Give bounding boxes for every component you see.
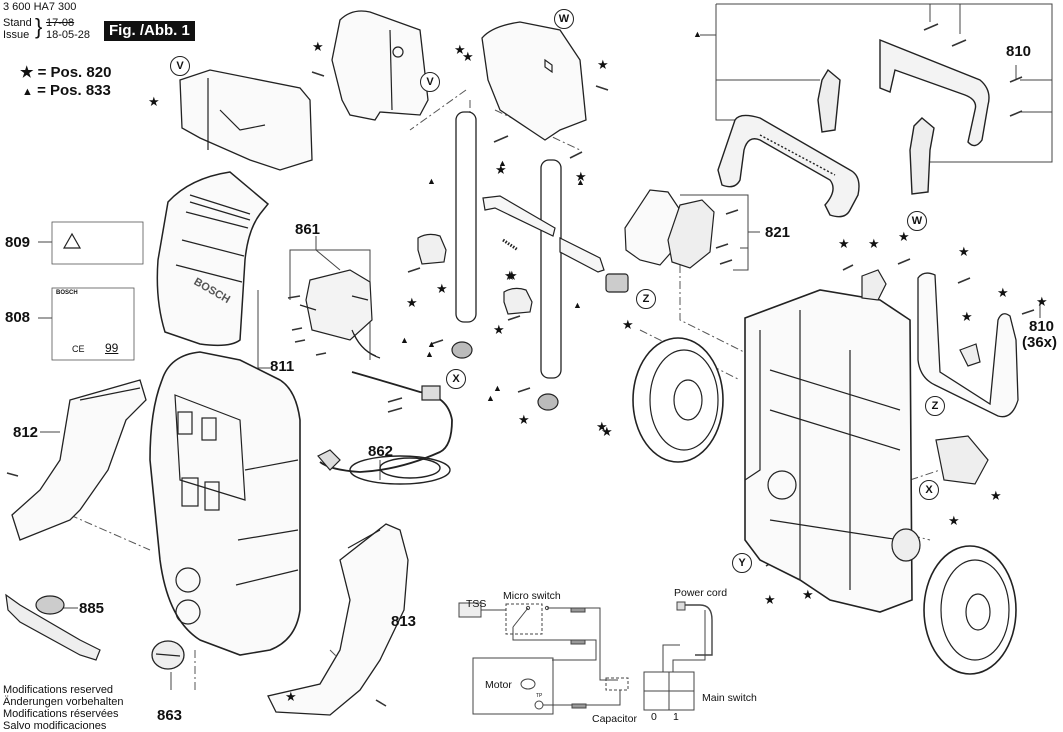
star-marker-icon: ★ <box>838 236 850 251</box>
footer-note-en: Modifications reserved <box>3 684 114 696</box>
star-marker-icon: ★ <box>285 689 297 704</box>
star-marker-icon: ★ <box>802 587 814 602</box>
star-marker-icon: ★ <box>454 42 466 57</box>
pos-812[interactable]: 812 <box>13 424 39 441</box>
legend-triangle-text: = Pos. 833 <box>37 82 111 99</box>
star-marker-icon: ★ <box>868 236 880 251</box>
pos-811[interactable]: 811 <box>270 358 295 375</box>
triangle-marker-icon: ▲ <box>498 158 507 168</box>
schematic-switch-pos-1: 1 <box>673 711 679 723</box>
callout-v-cover: V <box>420 72 440 92</box>
star-icon: ★ <box>20 64 34 81</box>
pos-810-right[interactable]: 810 <box>1029 318 1055 335</box>
callout-x-cord: X <box>446 369 466 389</box>
star-marker-icon: ★ <box>148 94 160 109</box>
pos-810-quantity: (36x) <box>1022 334 1058 351</box>
star-marker-icon: ★ <box>764 592 776 607</box>
pos-808[interactable]: 808 <box>5 309 31 326</box>
callout-w-handle: W <box>907 211 927 231</box>
triangle-marker-icon: ▲ <box>573 300 582 310</box>
star-marker-icon: ★ <box>961 309 973 324</box>
pos-810-top[interactable]: 810 <box>1006 43 1032 60</box>
sticker-ce-mark: CE <box>72 344 85 354</box>
issue-label: Issue <box>3 29 30 41</box>
schematic-main-switch-label: Main switch <box>702 692 757 704</box>
callout-z-plug: Z <box>636 289 656 309</box>
pos-813[interactable]: 813 <box>391 613 417 630</box>
footer-note-es: Salvo modificaciones <box>3 720 107 732</box>
motor-box <box>472 657 554 715</box>
triangle-marker-icon: ▲ <box>486 393 495 403</box>
pos-863[interactable]: 863 <box>157 707 183 724</box>
footer-note-fr: Modifications réservées <box>3 708 119 720</box>
sticker-noise-value: 99 <box>105 341 119 355</box>
star-marker-icon: ★ <box>575 169 587 184</box>
star-marker-icon: ★ <box>506 268 518 283</box>
triangle-icon: ▲ <box>22 86 33 98</box>
callout-x-frame: X <box>919 480 939 500</box>
triangle-marker-icon: ▲ <box>425 349 434 359</box>
star-marker-icon: ★ <box>462 49 474 64</box>
triangle-marker-icon: ▲ <box>427 339 436 349</box>
triangle-marker-icon: ▲ <box>427 176 436 186</box>
schematic-micro-switch-label: Micro switch <box>503 590 561 602</box>
star-marker-icon: ★ <box>948 513 960 528</box>
stand-value: 17-08 <box>46 17 75 29</box>
star-marker-icon: ★ <box>495 162 507 177</box>
micro-switch-box <box>505 603 543 635</box>
star-marker-icon: ★ <box>504 268 516 283</box>
star-marker-icon: ★ <box>601 424 613 439</box>
star-marker-icon: ★ <box>958 244 970 259</box>
callout-z-frame: Z <box>925 396 945 416</box>
callout-v-reservoir: V <box>170 56 190 76</box>
callout-w-cover: W <box>554 9 574 29</box>
sticker-brand: BOSCH <box>56 290 78 296</box>
triangle-marker-icon: ▲ <box>493 383 502 393</box>
triangle-marker-icon: ▲ <box>693 29 702 39</box>
schematic-tss-label: TSS <box>466 598 487 610</box>
triangle-marker-icon: ▲ <box>400 335 409 345</box>
legend-triangle: ▲ = Pos. 833 <box>22 82 111 99</box>
star-marker-icon: ★ <box>596 419 608 434</box>
star-marker-icon: ★ <box>622 317 634 332</box>
legend-star: ★ = Pos. 820 <box>20 63 111 81</box>
star-marker-icon: ★ <box>997 285 1009 300</box>
star-marker-icon: ★ <box>436 281 448 296</box>
star-marker-icon: ★ <box>1036 294 1048 309</box>
star-marker-icon: ★ <box>597 57 609 72</box>
schematic-tp-label: TP <box>536 693 543 699</box>
triangle-marker-icon: ▲ <box>576 177 585 187</box>
schematic-switch-pos-0: 0 <box>651 711 657 723</box>
callout-y-frame: Y <box>732 553 752 573</box>
star-marker-icon: ★ <box>312 39 324 54</box>
schematic-motor-label: Motor <box>485 679 512 691</box>
pos-861[interactable]: 861 <box>295 221 321 238</box>
schematic-power-cord-label: Power cord <box>674 587 728 599</box>
star-marker-icon: ★ <box>990 488 1002 503</box>
pos-809[interactable]: 809 <box>5 234 31 251</box>
star-marker-icon: ★ <box>518 412 530 427</box>
legend-star-text: = Pos. 820 <box>37 64 112 81</box>
schematic-capacitor-label: Capacitor <box>592 713 637 725</box>
figure-label: Fig. /Abb. 1 <box>104 21 195 41</box>
star-marker-icon: ★ <box>493 322 505 337</box>
star-marker-icon: ★ <box>406 295 418 310</box>
part-number: 3 600 HA7 300 <box>3 1 77 13</box>
stand-label: Stand <box>3 17 32 29</box>
brace-icon: } <box>35 14 43 39</box>
star-marker-icon: ★ <box>898 229 910 244</box>
pos-821[interactable]: 821 <box>765 224 791 241</box>
pos-862[interactable]: 862 <box>368 443 394 460</box>
pos-885[interactable]: 885 <box>79 600 105 617</box>
issue-value: 18-05-28 <box>46 29 91 41</box>
footer-note-de: Änderungen vorbehalten <box>3 696 124 708</box>
